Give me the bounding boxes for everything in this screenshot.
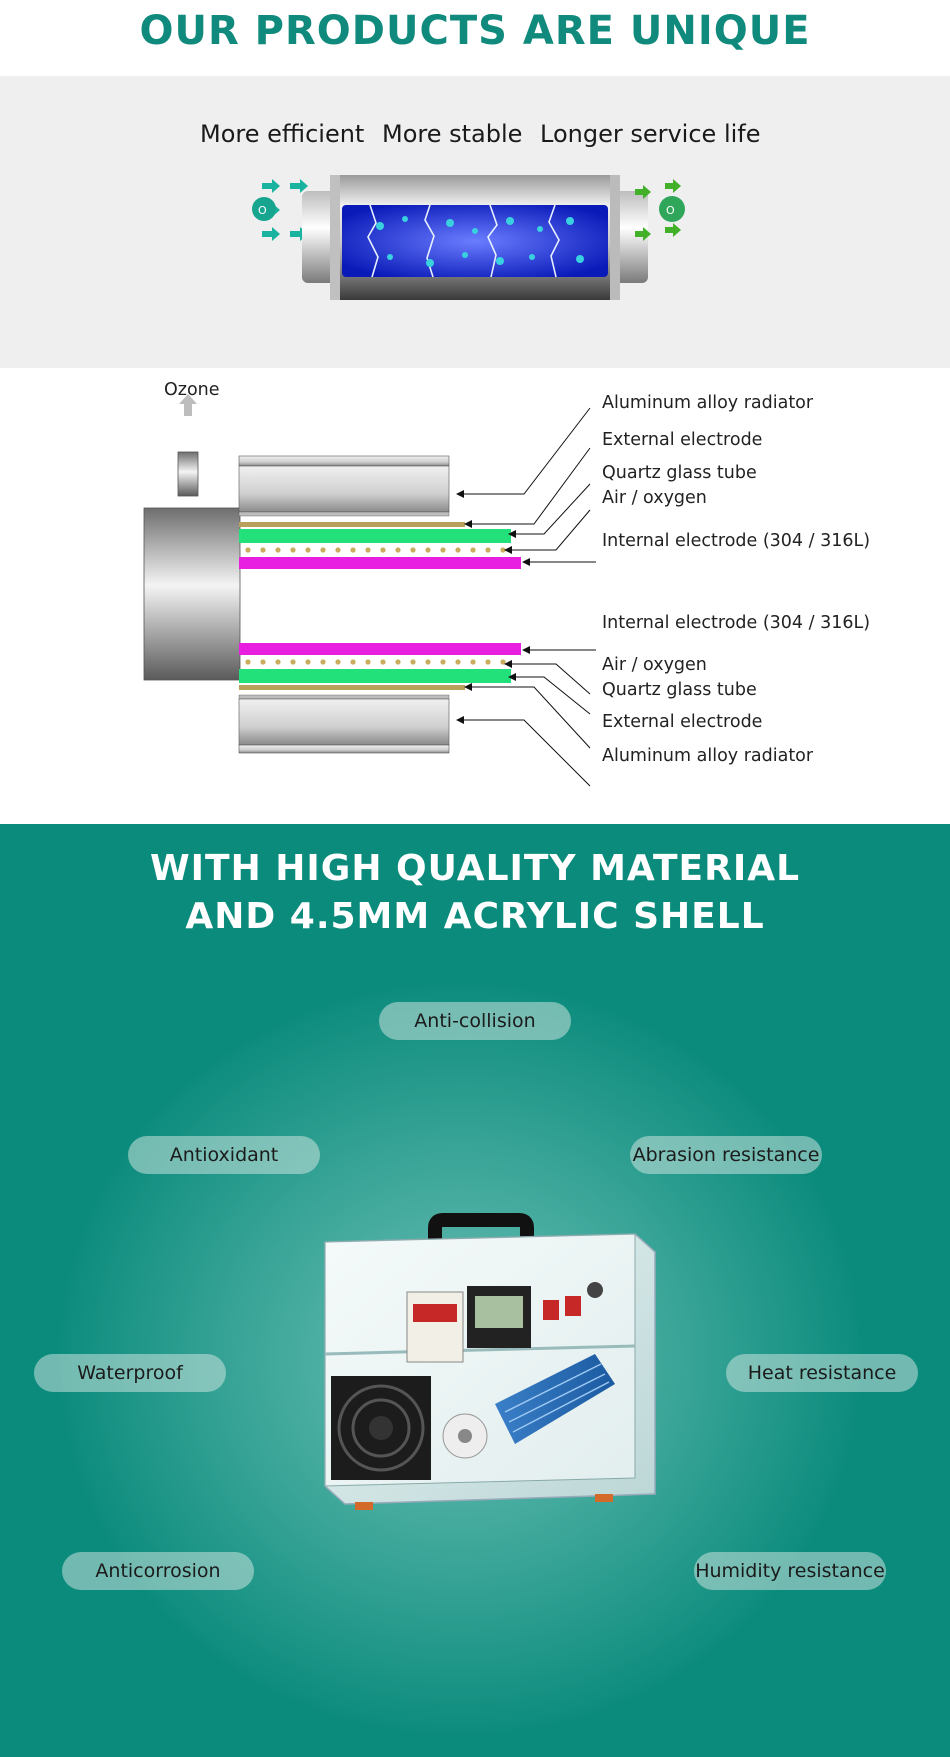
feature-stable: More stable (382, 120, 523, 148)
label-quartz-bottom: Quartz glass tube (602, 680, 757, 700)
handle-icon (428, 1213, 534, 1256)
property-waterproof: Waterproof (34, 1354, 226, 1392)
label-internal-electrode-top: Internal electrode (304 / 316L) (602, 531, 871, 551)
material-title-line1: WITH HIGH QUALITY MATERIAL (149, 848, 801, 889)
property-anti-collision: Anti-collision (379, 1002, 571, 1040)
outflow-arrows-icon (635, 179, 681, 241)
property-abrasion: Abrasion resistance (630, 1136, 822, 1174)
tube-cross-section (143, 394, 596, 787)
label-internal-electrode-bottom: Internal electrode (304 / 316L) (602, 613, 871, 633)
property-heat: Heat resistance (726, 1354, 918, 1392)
material-title-line2: AND 4.5MM ACRYLIC SHELL (185, 896, 765, 937)
property-antioxidant: Antioxidant (128, 1136, 320, 1174)
property-anticorrosion: Anticorrosion (62, 1552, 254, 1590)
air-gap-top (245, 547, 506, 553)
label-radiator-bottom: Aluminum alloy radiator (602, 746, 814, 766)
label-air-bottom: Air / oxygen (602, 655, 707, 675)
ozone-arrow-icon (179, 394, 197, 416)
air-gap-bottom (245, 659, 506, 665)
property-humidity: Humidity resistance (694, 1552, 886, 1590)
ozone-generator-product-image (324, 1213, 656, 1510)
label-external-electrode-top: External electrode (602, 430, 763, 450)
svg-text:O: O (666, 204, 675, 217)
ozone-label: Ozone (164, 380, 220, 400)
material-band: WITH HIGH QUALITY MATERIAL AND 4.5MM ACR… (0, 824, 950, 1757)
feature-efficient: More efficient (200, 120, 365, 148)
label-radiator-top: Aluminum alloy radiator (602, 393, 814, 413)
svg-text:O: O (258, 204, 267, 217)
page-title: OUR PRODUCTS ARE UNIQUE (139, 8, 811, 54)
feature-band: More efficient More stable Longer servic… (0, 76, 950, 368)
label-air-top: Air / oxygen (602, 488, 707, 508)
ozone-tube-illustration: O O (252, 175, 685, 300)
label-external-electrode-bottom: External electrode (602, 712, 763, 732)
label-quartz-top: Quartz glass tube (602, 463, 757, 483)
feature-service-life: Longer service life (540, 120, 761, 148)
cross-section-diagram: Ozone Aluminum alloy radiator External e… (0, 368, 950, 824)
